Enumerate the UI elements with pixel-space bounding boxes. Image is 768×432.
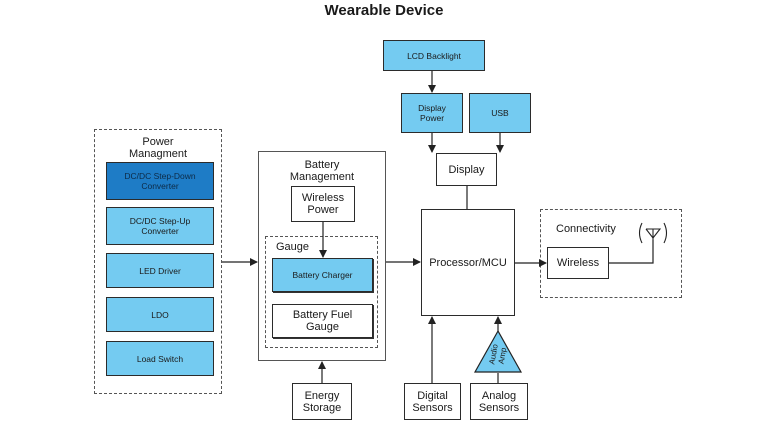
connectivity-group (540, 209, 682, 298)
digital-sensors: Digital Sensors (404, 383, 461, 420)
display: Display (436, 153, 497, 186)
audio-amp-label: Audio Amp (487, 343, 509, 366)
battery-charger: Battery Charger (272, 258, 373, 292)
battery-fuel-gauge: Battery Fuel Gauge (272, 304, 373, 338)
processor-mcu: Processor/MCU (421, 209, 515, 316)
usb: USB (469, 93, 531, 133)
display-power: Display Power (401, 93, 463, 133)
battery-management-group (258, 151, 386, 361)
lcd-backlight: LCD Backlight (383, 40, 485, 71)
dcdc-step-down-converter: DC/DC Step-Down Converter (106, 162, 214, 200)
energy-storage: Energy Storage (292, 383, 352, 420)
power-management-label: Power Managment (128, 136, 188, 160)
battery-management-label: Battery Management (289, 159, 355, 183)
ldo: LDO (106, 297, 214, 332)
led-driver: LED Driver (106, 253, 214, 288)
gauge-group (265, 236, 378, 348)
analog-sensors: Analog Sensors (470, 383, 528, 420)
diagram-title: Wearable Device (324, 2, 444, 19)
wireless-box: Wireless (547, 247, 609, 279)
power-management-group (94, 129, 222, 394)
wireless-power: Wireless Power (291, 186, 355, 222)
dcdc-step-up-converter: DC/DC Step-Up Converter (106, 207, 214, 245)
connectivity-label: Connectivity (556, 223, 616, 235)
load-switch: Load Switch (106, 341, 214, 376)
gauge-label: Gauge (276, 241, 310, 253)
